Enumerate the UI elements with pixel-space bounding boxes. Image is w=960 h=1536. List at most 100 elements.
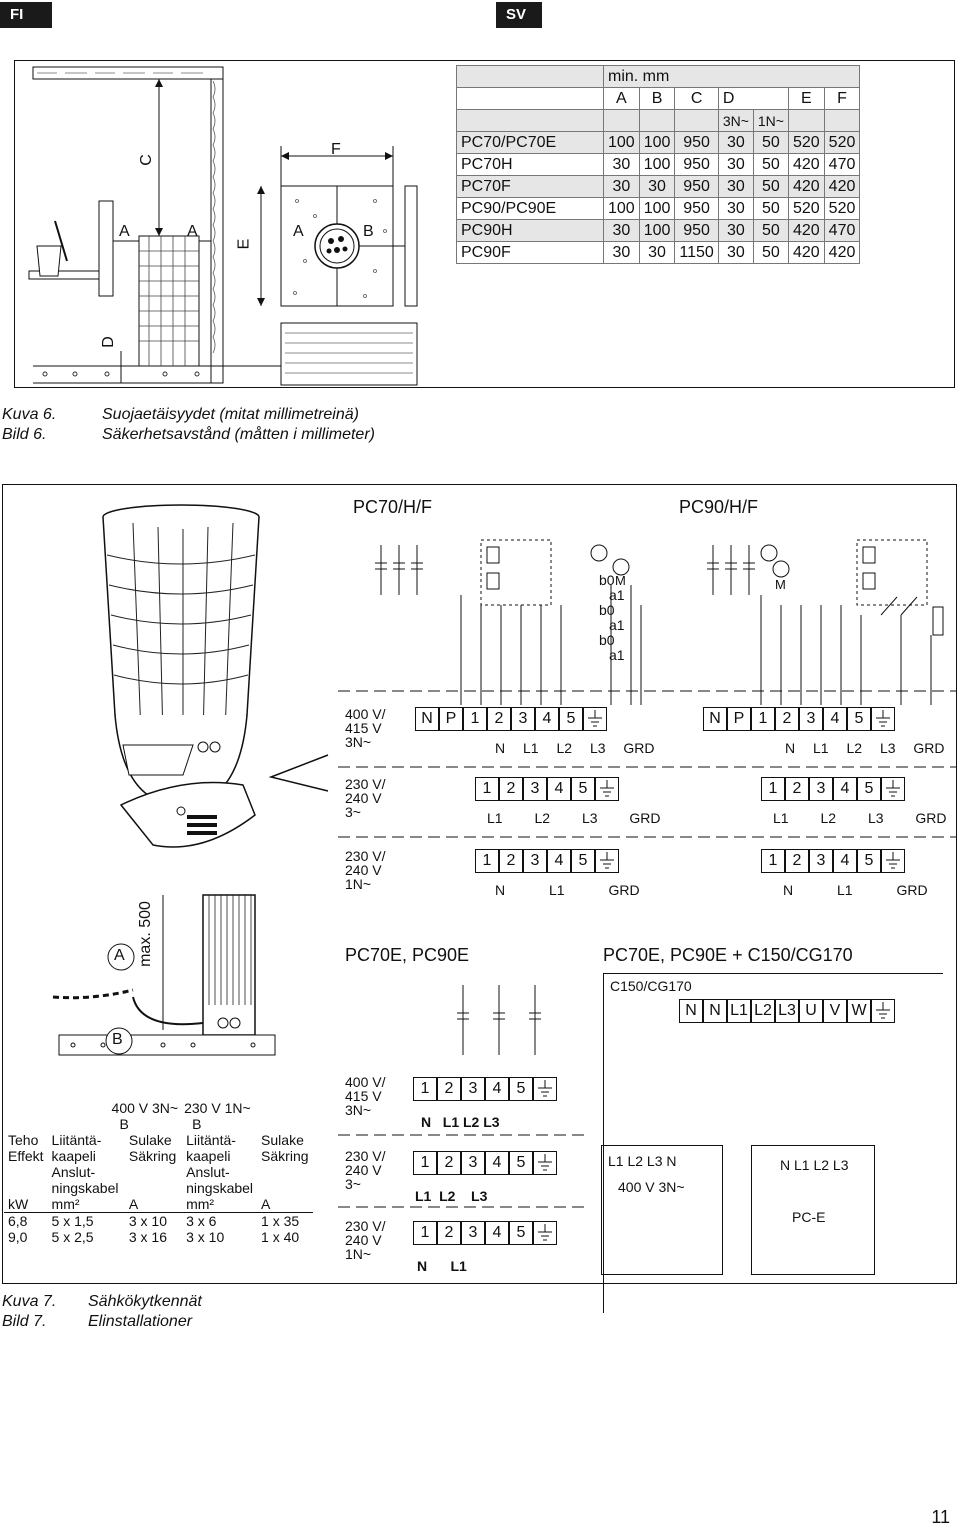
supply-label: L1 bbox=[773, 810, 789, 826]
value-cell: 470 bbox=[823, 219, 861, 242]
caption-text: Säkerhetsavstånd (måtten i millimeter) bbox=[102, 426, 375, 443]
ground-terminal-icon bbox=[595, 777, 619, 801]
value-cell: 3 x 10 bbox=[128, 1213, 167, 1229]
figure-7-caption: Kuva 7.Sähkökytkennät Bild 7.Elinstallat… bbox=[2, 1292, 202, 1332]
supply-label: GRD bbox=[896, 882, 928, 898]
relay-labels-pc70: b0 a1 b0 a1 b0 a1 bbox=[599, 573, 625, 663]
value-cell: 100 bbox=[638, 153, 676, 176]
dim-label-e: E bbox=[235, 238, 253, 250]
terminal: 4 bbox=[823, 707, 847, 731]
terminal: 2 bbox=[499, 777, 523, 801]
terminal: 4 bbox=[833, 777, 857, 801]
value-cell: 30 bbox=[603, 175, 640, 198]
value-cell: 1 x 40 bbox=[261, 1229, 300, 1245]
terminal: W bbox=[847, 999, 871, 1023]
dim-label-a-top: A bbox=[293, 223, 304, 240]
terminal: 2 bbox=[775, 707, 799, 731]
value-cell: 420 bbox=[787, 153, 825, 176]
ground-terminal-icon bbox=[533, 1151, 557, 1175]
terminal: 4 bbox=[833, 849, 857, 873]
language-tab-fi: FI bbox=[0, 2, 52, 28]
value-cell: 30 bbox=[717, 197, 754, 220]
model-cell: PC70F bbox=[456, 175, 604, 198]
supply-label: L1 bbox=[813, 740, 829, 756]
language-tab-sv: SV bbox=[496, 2, 542, 28]
value-cell: 30 bbox=[717, 175, 754, 198]
value-cell: 420 bbox=[823, 241, 861, 264]
value-cell: 30 bbox=[603, 153, 640, 176]
value-cell: 420 bbox=[787, 175, 825, 198]
pce-terms: N L1 L2 L3 bbox=[780, 1157, 849, 1173]
ground-terminal-icon bbox=[881, 849, 905, 873]
value-cell: 50 bbox=[752, 153, 789, 176]
supply-label: L1 bbox=[837, 882, 853, 898]
relay-a1: a1 bbox=[609, 617, 625, 633]
header-400v: 400 V 3N~ bbox=[111, 1100, 179, 1116]
terminal: 2 bbox=[437, 1221, 461, 1245]
supply-label: L3 bbox=[581, 810, 598, 826]
value-cell: 30 bbox=[717, 131, 754, 154]
motor-label: M bbox=[615, 573, 626, 588]
model-cell: PC90/PC90E bbox=[456, 197, 604, 220]
pce-supply-box: L1 L2 L3 N 400 V 3N~ bbox=[601, 1145, 723, 1275]
caption-key: Bild 6. bbox=[2, 426, 47, 443]
figure-6-caption: Kuva 6.Suojaetäisyydet (mitat millimetre… bbox=[2, 405, 375, 445]
supply-230-3-pc70: L1 L2 L3 GRD bbox=[487, 811, 661, 825]
e-supply-230-3: L1 L2 L3 bbox=[415, 1188, 488, 1204]
value-cell: 3 x 6 bbox=[186, 1213, 217, 1229]
value-cell: 6,8 bbox=[8, 1213, 28, 1229]
terminal: N bbox=[679, 999, 703, 1023]
value-cell: 420 bbox=[823, 175, 861, 198]
terminal: 2 bbox=[785, 777, 809, 801]
terminal: 5 bbox=[857, 849, 881, 873]
value-cell: 950 bbox=[674, 197, 719, 220]
terminal: 1 bbox=[413, 1077, 437, 1101]
terminal: 5 bbox=[571, 849, 595, 873]
relay-a1: a1 bbox=[609, 587, 625, 603]
supply-label: N bbox=[495, 740, 506, 756]
terminal: 1 bbox=[761, 777, 785, 801]
supply-label: GRD bbox=[913, 740, 945, 756]
value-cell: 420 bbox=[787, 219, 825, 242]
heater-label-a: A bbox=[114, 947, 125, 964]
caption-key: Kuva 6. bbox=[2, 406, 57, 423]
title-pc70: PC70/H/F bbox=[353, 497, 433, 517]
section-separators bbox=[338, 690, 956, 838]
ground-terminal-icon bbox=[871, 999, 895, 1023]
cable-b-label: B bbox=[119, 1116, 129, 1132]
value-cell: 50 bbox=[752, 241, 789, 264]
pce-label: PC-E bbox=[792, 1209, 826, 1225]
terminal: 2 bbox=[437, 1077, 461, 1101]
dim-label-d: D bbox=[99, 336, 117, 348]
supply-label: L3 bbox=[867, 810, 884, 826]
value-cell: 50 bbox=[752, 219, 789, 242]
title-pc-e-c150: PC70E, PC90E + C150/CG170 bbox=[603, 945, 853, 965]
terminal: U bbox=[799, 999, 823, 1023]
figure-7-frame: A B max. 500 PC70/H/F PC90/H/F b0 a1 bbox=[2, 484, 957, 1313]
e-voltage-400: 400 V/ 415 V 3N~ bbox=[345, 1074, 386, 1118]
ground-terminal-icon bbox=[881, 777, 905, 801]
value-cell: 950 bbox=[674, 175, 719, 198]
page-number: 11 bbox=[931, 1507, 950, 1527]
ground-terminal-icon bbox=[533, 1221, 557, 1245]
col-header: C bbox=[674, 87, 719, 110]
value-cell: 3 x 16 bbox=[128, 1229, 167, 1245]
terminal: 4 bbox=[485, 1221, 509, 1245]
value-cell: 30 bbox=[603, 241, 640, 264]
pce-supply-terms: L1 L2 L3 N bbox=[608, 1153, 677, 1169]
value-cell: 9,0 bbox=[8, 1229, 28, 1245]
terminal: 1 bbox=[463, 707, 487, 731]
e-supply-230-1: N L1 bbox=[417, 1258, 467, 1274]
supply-label: L1 bbox=[549, 882, 565, 898]
